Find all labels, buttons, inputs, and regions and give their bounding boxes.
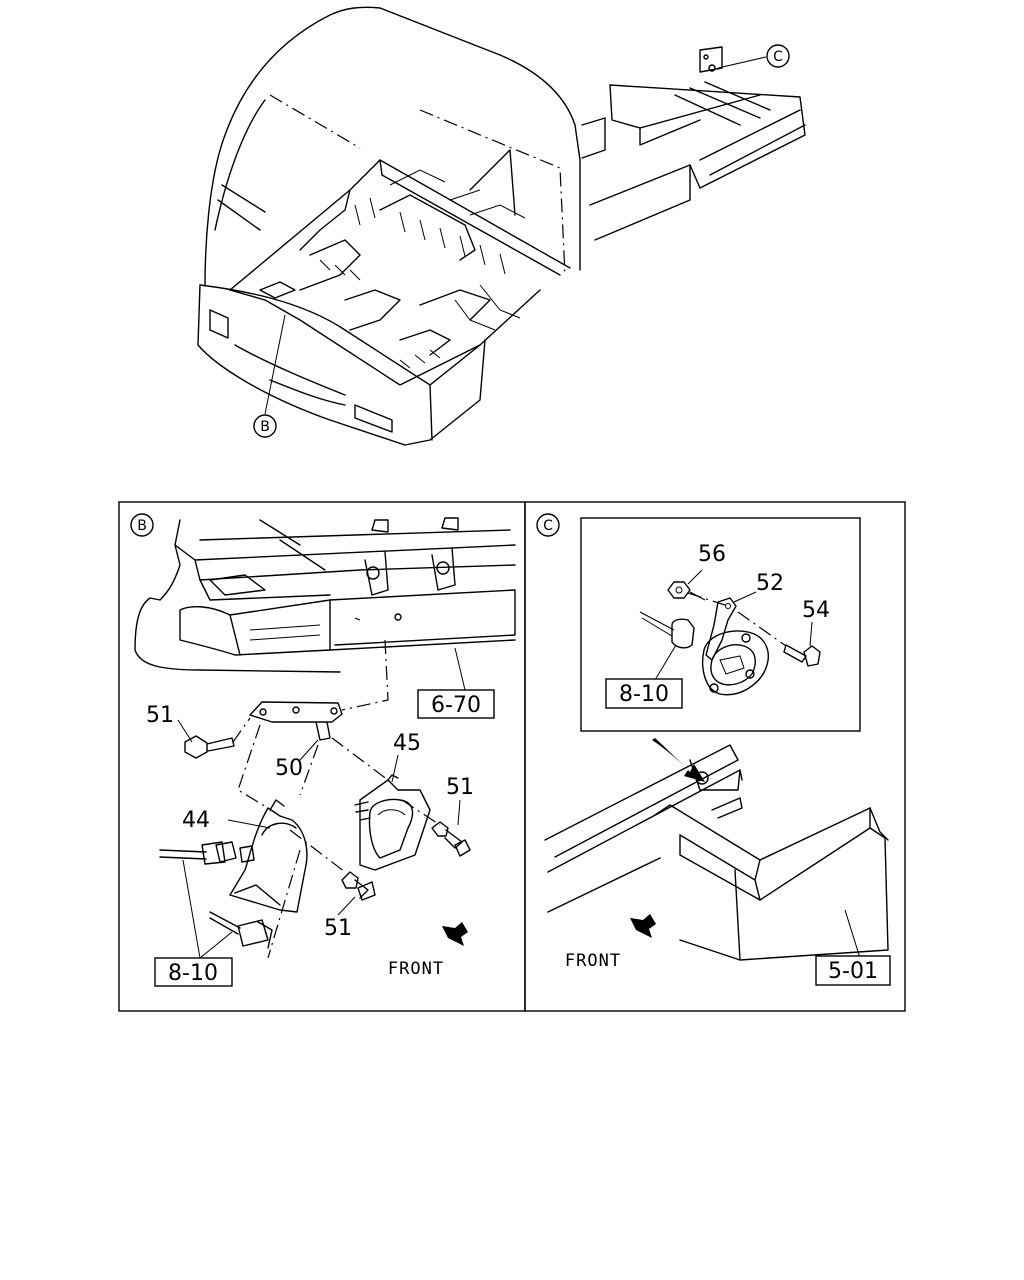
front-label-b: FRONT: [388, 959, 444, 979]
panel-c-callout: [536, 513, 560, 537]
ref-8-10-b: 8-10: [168, 961, 218, 986]
ref-box-5-01[interactable]: [815, 955, 891, 986]
callout-b-label: B: [260, 419, 270, 435]
panel-b-illustration: [134, 517, 516, 959]
part-51-bottom: 51: [324, 916, 352, 941]
panel-b-part-numbers: 6-70 8-10 51 50 45 51 44 51 FRONT: [146, 689, 495, 987]
panel-c-callout-label: C: [543, 518, 553, 534]
part-51-right: 51: [446, 775, 474, 800]
part-56: 56: [698, 542, 726, 567]
callout-c-marker[interactable]: [766, 44, 790, 68]
panel-b-callout-label: B: [137, 518, 147, 534]
ref-box-6-70[interactable]: [417, 689, 495, 719]
part-44: 44: [182, 808, 210, 833]
cab-overview-illustration: C B: [197, 6, 806, 446]
panel-c-illustration: [544, 569, 889, 961]
ref-box-8-10-c[interactable]: [605, 678, 683, 709]
ref-6-70: 6-70: [431, 693, 481, 718]
part-45: 45: [393, 731, 421, 756]
part-50: 50: [275, 756, 303, 781]
panel-b-callout: [130, 513, 154, 537]
front-label-c: FRONT: [565, 951, 621, 971]
detail-panel-c: [524, 501, 906, 1012]
callout-c-label: C: [773, 49, 783, 65]
ref-8-10-c: 8-10: [619, 682, 669, 707]
part-54: 54: [802, 598, 830, 623]
ref-box-8-10-b[interactable]: [154, 957, 233, 987]
callout-b-marker[interactable]: [253, 414, 277, 438]
part-51-top: 51: [146, 703, 174, 728]
ref-5-01: 5-01: [828, 959, 878, 984]
panel-c-part-numbers: 8-10 5-01 56 52 54 FRONT: [565, 542, 891, 986]
part-52: 52: [756, 571, 784, 596]
